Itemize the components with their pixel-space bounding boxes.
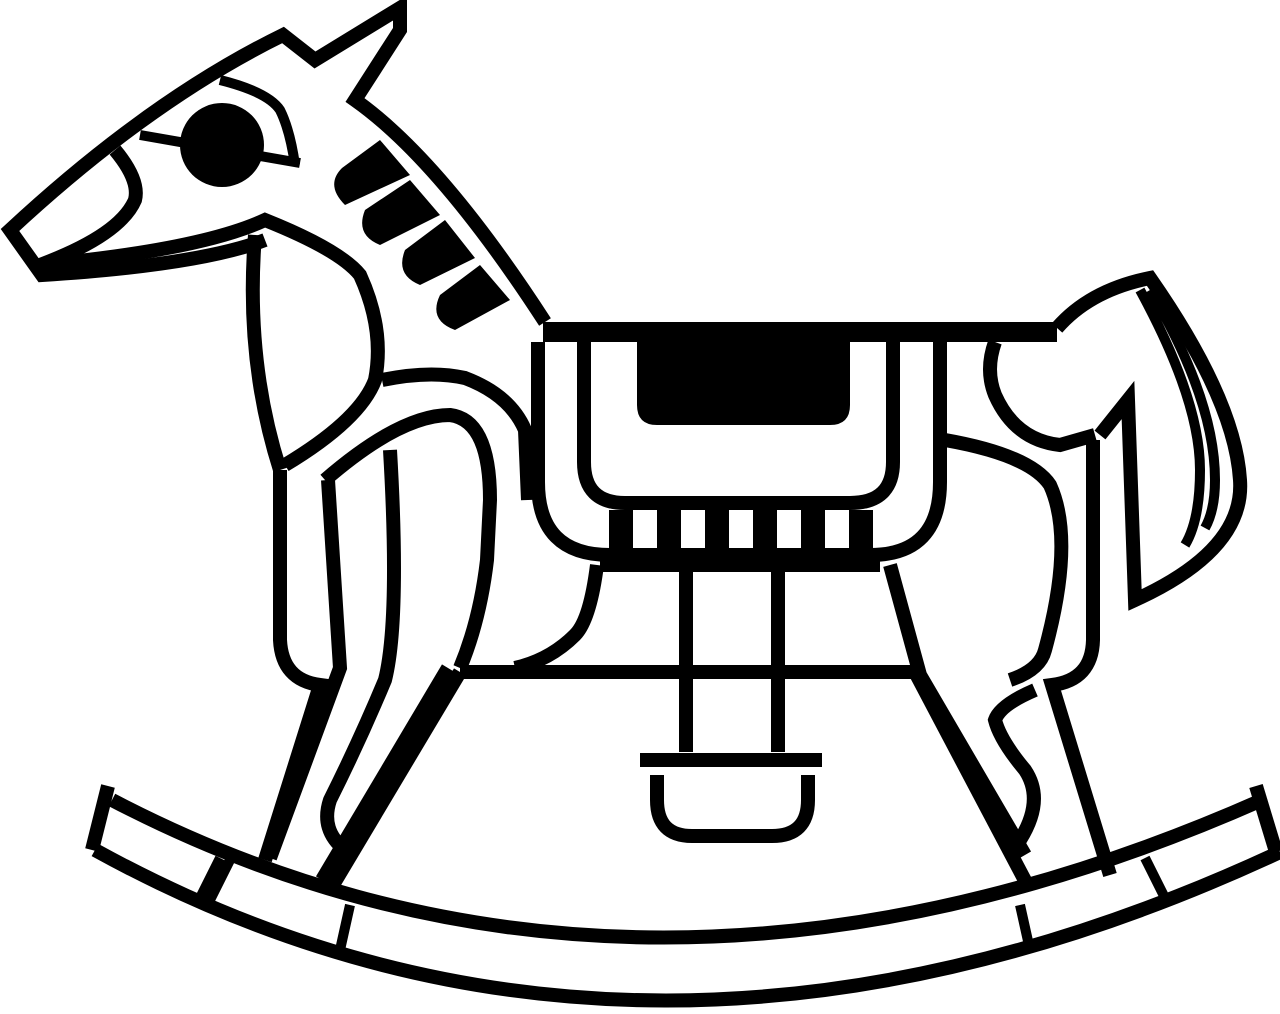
head-outline (0, 0, 551, 326)
belly-line (943, 433, 1069, 687)
tail-strands (1135, 287, 1221, 548)
mane-stripes (334, 140, 510, 330)
rump-curve (1051, 270, 1248, 611)
rocker-right-cap (1249, 783, 1280, 855)
rocker-left-cap (85, 784, 115, 852)
front-leg-back (258, 470, 330, 863)
saddle-outer (531, 342, 947, 562)
rocker-strut (195, 855, 1170, 952)
chest-line (380, 367, 535, 501)
horse-head (0, 0, 551, 473)
horse-tail (983, 270, 1248, 611)
chest-curve (320, 407, 498, 671)
front-legs (258, 367, 604, 863)
haunch-curve (983, 339, 1097, 453)
saddle-frame (577, 342, 900, 510)
back-leg-front (883, 563, 1032, 859)
back-leg-rear (1042, 440, 1117, 878)
footrest (650, 775, 815, 843)
rocker-bottom-edge (91, 843, 1280, 1008)
saddle (637, 342, 850, 425)
stand-left-leg (323, 668, 467, 894)
front-leg-front (263, 479, 348, 861)
hind-front-curve (513, 564, 604, 675)
stand-center-post (679, 565, 785, 752)
back-bar (543, 322, 1057, 342)
eye (180, 103, 264, 187)
rocker-top-edge (108, 793, 1265, 945)
rocker (85, 783, 1280, 1008)
neck-front (245, 234, 287, 473)
horse-body (531, 322, 1069, 687)
stand (315, 558, 1037, 894)
front-leg-knee (320, 449, 401, 856)
back-leg-hock (987, 683, 1041, 844)
muzzle (37, 145, 143, 272)
back-legs (883, 440, 1117, 878)
saddle-tassels (609, 510, 873, 555)
ear-inner (218, 75, 300, 166)
mouth-line (39, 212, 385, 472)
